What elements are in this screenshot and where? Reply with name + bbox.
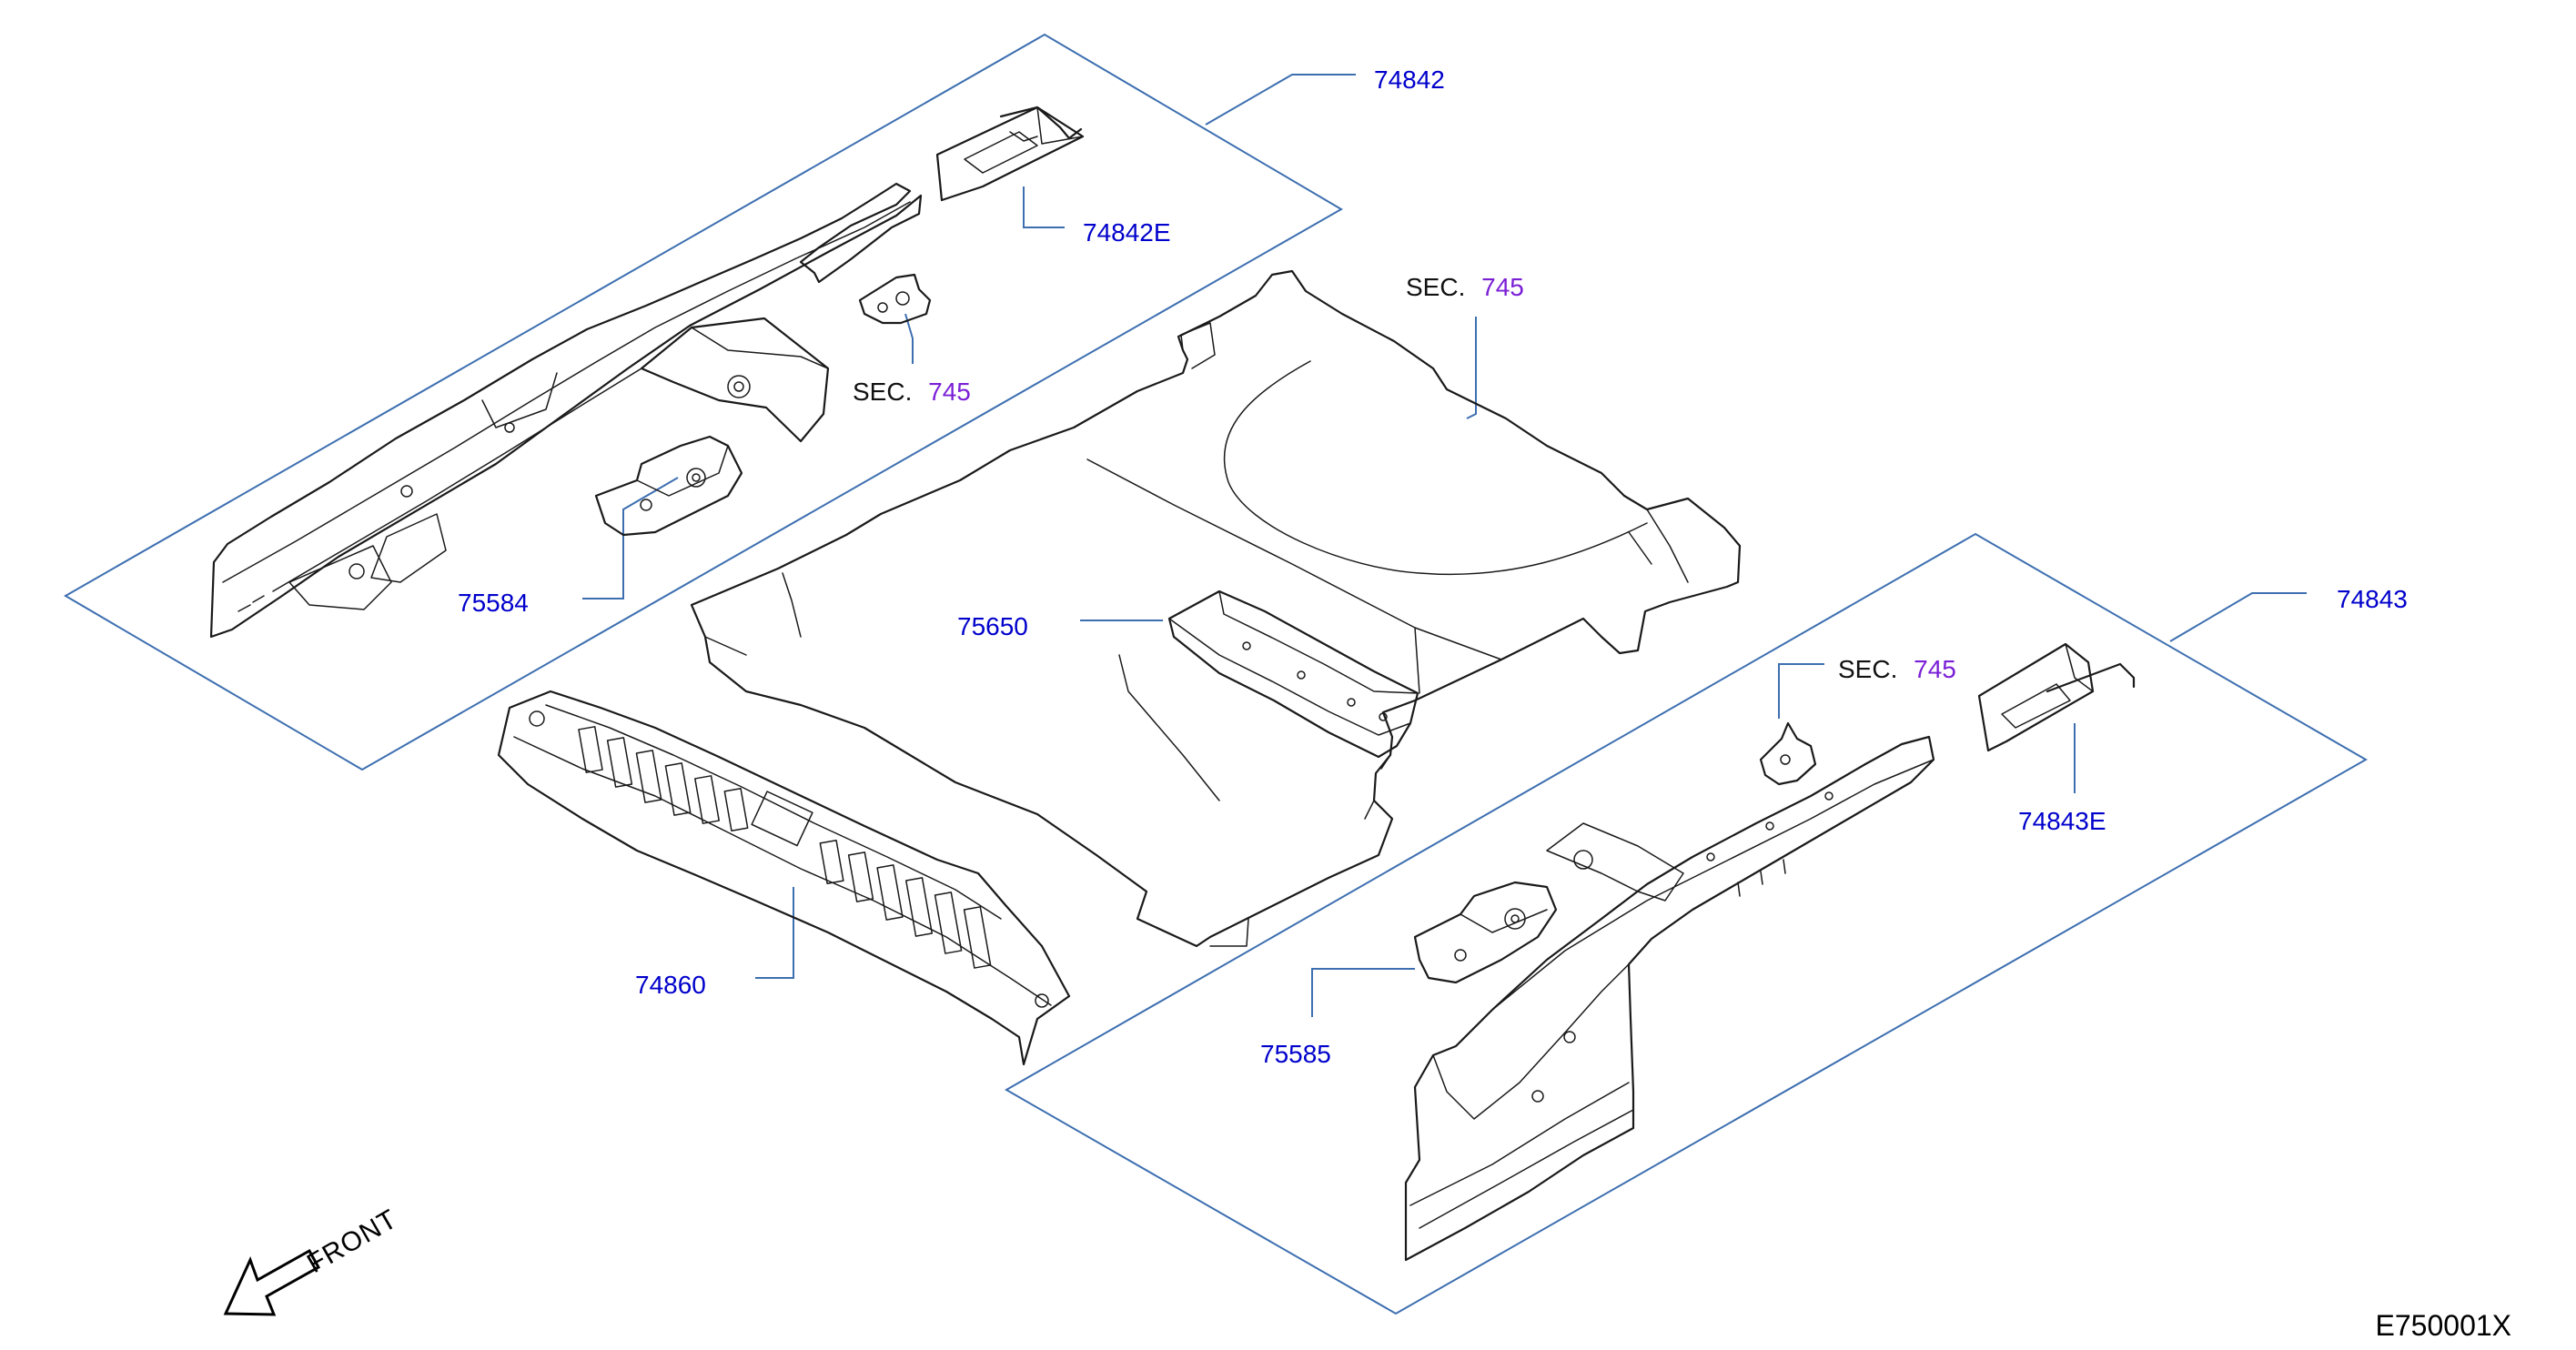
section-ref-floor-number: 745 [1481,273,1524,301]
front-label: FRONT [302,1204,402,1279]
rear-floor-panel [690,269,1742,948]
section-ref-right: SEC. 745 [1838,655,1956,683]
rear-side-member-right [1404,735,1935,1262]
section-ref-left: SEC. 745 [853,378,971,406]
section-ref-right-prefix: SEC. [1838,655,1897,683]
label-75584: 75584 [458,589,529,617]
rear-side-member-left [209,182,923,639]
right-group-frame [1004,532,2369,1315]
bracket-75585 [1413,881,1558,984]
label-74842: 74842 [1374,65,1445,94]
bracket-74842e [935,106,1085,202]
section-ref-right-number: 745 [1914,655,1956,683]
label-75585: 75585 [1260,1040,1331,1068]
front-direction-indicator: FRONT [223,1204,402,1316]
diagram-code: E750001X [2376,1309,2511,1342]
right-small-bracket [1759,721,1817,786]
left-small-bracket [858,273,932,325]
label-74843: 74843 [2337,585,2408,613]
rib-slots [578,726,992,969]
left-cross-bracket [640,317,830,443]
label-74842e: 74842E [1083,218,1171,247]
label-74843e: 74843E [2018,807,2106,835]
label-75650: 75650 [957,612,1028,640]
cross-member-75650 [1167,589,1419,759]
section-ref-floor: SEC. 745 [1406,273,1524,301]
bracket-74843e [1977,642,2136,752]
section-ref-floor-prefix: SEC. [1406,273,1465,301]
section-ref-left-number: 745 [928,378,971,406]
bracket-75584 [594,435,743,537]
leader-lines [582,74,2307,1017]
left-group-frame [64,33,1343,771]
label-74860: 74860 [635,971,706,999]
front-arrow-icon [223,1248,321,1316]
section-ref-left-prefix: SEC. [853,378,912,406]
rear-crossmember-74860 [497,690,1071,1066]
